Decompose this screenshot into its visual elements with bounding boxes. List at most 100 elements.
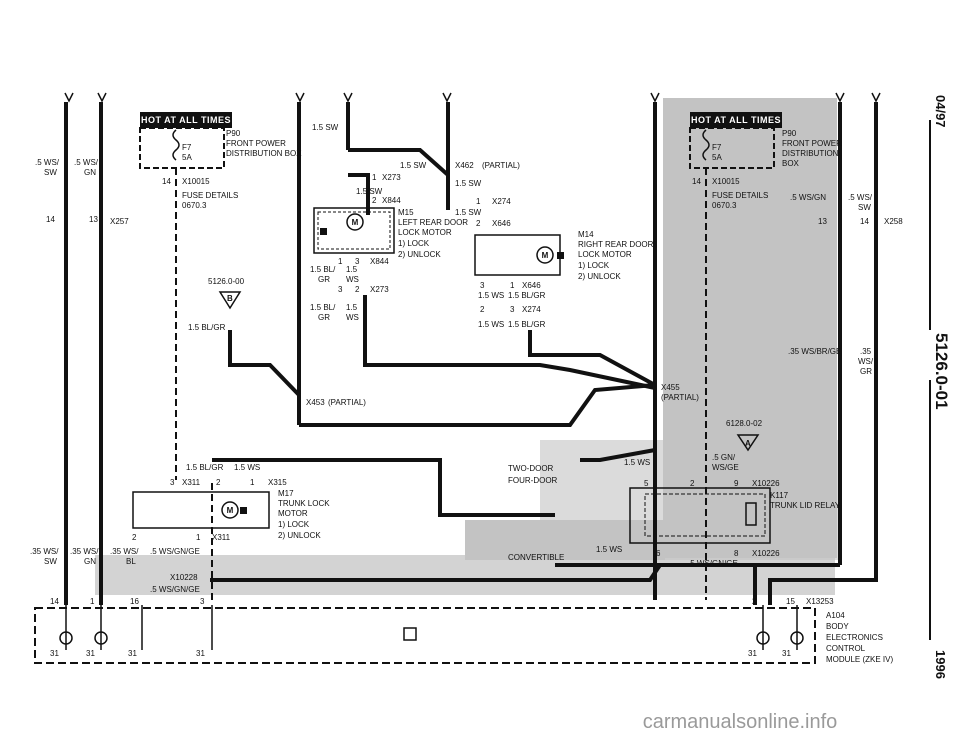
m14-line1: RIGHT REAR DOOR (578, 240, 654, 249)
side-strip: 04/97 5126.0-01 1996 (929, 95, 951, 679)
m17-motor: M (132, 491, 270, 529)
side-date: 04/97 (933, 95, 948, 128)
m15-pin1: 1 (338, 257, 343, 266)
label-two-door: TWO-DOOR (508, 464, 554, 473)
hot-banner-left: HOT AT ALL TIMES (140, 112, 232, 128)
label-x455: X455 (661, 383, 680, 392)
label-sw15-d: 1.5 SW (356, 187, 383, 196)
label-p9: 9 (734, 479, 739, 488)
label-sw-b: SW (44, 557, 57, 566)
label-p3-a: 3 (170, 478, 175, 487)
fuse-pin: 14 (162, 177, 171, 186)
label-r-p13: 13 (818, 217, 827, 226)
module-line4: MODULE (ZKE IV) (826, 655, 893, 664)
label-sw15-c: 1.5 SW (455, 179, 482, 188)
label-r-ws-sw: .5 WS/ (848, 193, 873, 202)
m15-blgr1: 1.5 BL/ (310, 265, 336, 274)
module-p2: 2 (752, 597, 757, 606)
m17-line2: MOTOR (278, 509, 308, 518)
ground-31-d: 31 (196, 649, 205, 658)
bcm-module (34, 607, 816, 664)
module-line1: BODY (826, 622, 849, 631)
m15-line1: LEFT REAR DOOR (398, 218, 468, 227)
label-x10228: X10228 (170, 573, 198, 582)
module-id: A104 (826, 611, 845, 620)
label-ws35-gn: .35 WS/ (70, 547, 99, 556)
fuse-symbols (172, 129, 710, 161)
label-bl: BL (126, 557, 136, 566)
m14-x646: X646 (522, 281, 541, 290)
label-r-ws-gn: .5 WS/GN (790, 193, 826, 202)
m14-blgr2: 1.5 BL/GR (508, 320, 546, 329)
label-r-35: .35 (860, 347, 872, 356)
watermark: carmanualsonline.info (643, 711, 838, 733)
m14-line4: 2) UNLOCK (578, 272, 621, 281)
label-sw15-a: 1.5 SW (312, 123, 339, 132)
m14-pin2: 2 (480, 305, 485, 314)
m15-ws2: 1.5 (346, 303, 358, 312)
label-ws-gnge-b: .5 WS/GN/GE (150, 585, 200, 594)
m15-pin2b: 2 (355, 285, 360, 294)
label-sw15-b: 1.5 SW (400, 161, 427, 170)
label-ws-sw: .5 WS/ (35, 158, 60, 167)
label-p2-a: 2 (372, 196, 377, 205)
ref-a-triangle (736, 434, 760, 452)
m14-ws1: 1.5 WS (478, 291, 504, 300)
ground-31-e: 31 (748, 649, 757, 658)
module-p14: 14 (50, 597, 59, 606)
m14-pin3b: 3 (510, 305, 515, 314)
label-ws15-b: 1.5 WS (596, 545, 622, 554)
label-p14: 14 (46, 215, 55, 224)
label-p8: 8 (734, 549, 739, 558)
label-p2-c: 2 (216, 478, 221, 487)
ref-6128: 6128.0-02 (726, 419, 763, 428)
fuse-ref: 0670.3 (182, 201, 207, 210)
m14-motor: M (474, 234, 564, 276)
svg-text:M: M (227, 506, 234, 515)
svg-text:M: M (352, 218, 359, 227)
module-p1: 1 (90, 597, 95, 606)
ref-b-triangle (218, 291, 242, 310)
fuser-conn: X10015 (712, 177, 740, 186)
m17-line1: TRUNK LOCK (278, 499, 330, 508)
p90-line2: DISTRIBUTION BOX (226, 149, 302, 158)
m14-ws2: 1.5 WS (478, 320, 504, 329)
module-conn: X13253 (806, 597, 834, 606)
label-r-ws: WS/ (858, 357, 874, 366)
label-x453: X453 (306, 398, 325, 407)
label-partial-c: (PARTIAL) (661, 393, 699, 402)
label-ws35-sw: .35 WS/ (30, 547, 59, 556)
fuse-box-left (139, 127, 225, 169)
ground-symbols (59, 605, 804, 650)
module-line3: CONTROL (826, 644, 866, 653)
hot-banner-right: HOT AT ALL TIMES (690, 112, 782, 128)
label-p2-d: 2 (132, 533, 137, 542)
label-p2-b: 2 (476, 219, 481, 228)
label-p1-d: 1 (196, 533, 201, 542)
label-sw: SW (44, 168, 57, 177)
label-gn-ge2: WS/GE (712, 463, 739, 472)
shaded-area (95, 98, 840, 595)
p90-line1: FRONT POWER (226, 139, 286, 148)
m15-ws2b: WS (346, 313, 359, 322)
module-labels: 14 1 16 3 2 15 X13253 31 31 31 31 31 31 … (50, 597, 893, 664)
m15-x273: X273 (370, 285, 389, 294)
p90r-line2: DISTRIBUTION (782, 149, 839, 158)
svg-text:M: M (542, 251, 549, 260)
m17-line3: 1) LOCK (278, 520, 310, 529)
p90r-line3: BOX (782, 159, 800, 168)
label-gn-ge1: .5 GN/ (712, 453, 736, 462)
label-ws15-c: 1.5 WS (624, 458, 650, 467)
ground-31-b: 31 (86, 649, 95, 658)
label-ws-gn: .5 WS/ (74, 158, 99, 167)
p90-id: P90 (226, 129, 241, 138)
ground-31-a: 31 (50, 649, 59, 658)
fuser-ref: 0670.3 (712, 201, 737, 210)
label-x274: X274 (492, 197, 511, 206)
module-p15: 15 (786, 597, 795, 606)
label-x646: X646 (492, 219, 511, 228)
k117-relay (629, 487, 771, 544)
label-p13: 13 (89, 215, 98, 224)
m14-pin1: 1 (510, 281, 515, 290)
